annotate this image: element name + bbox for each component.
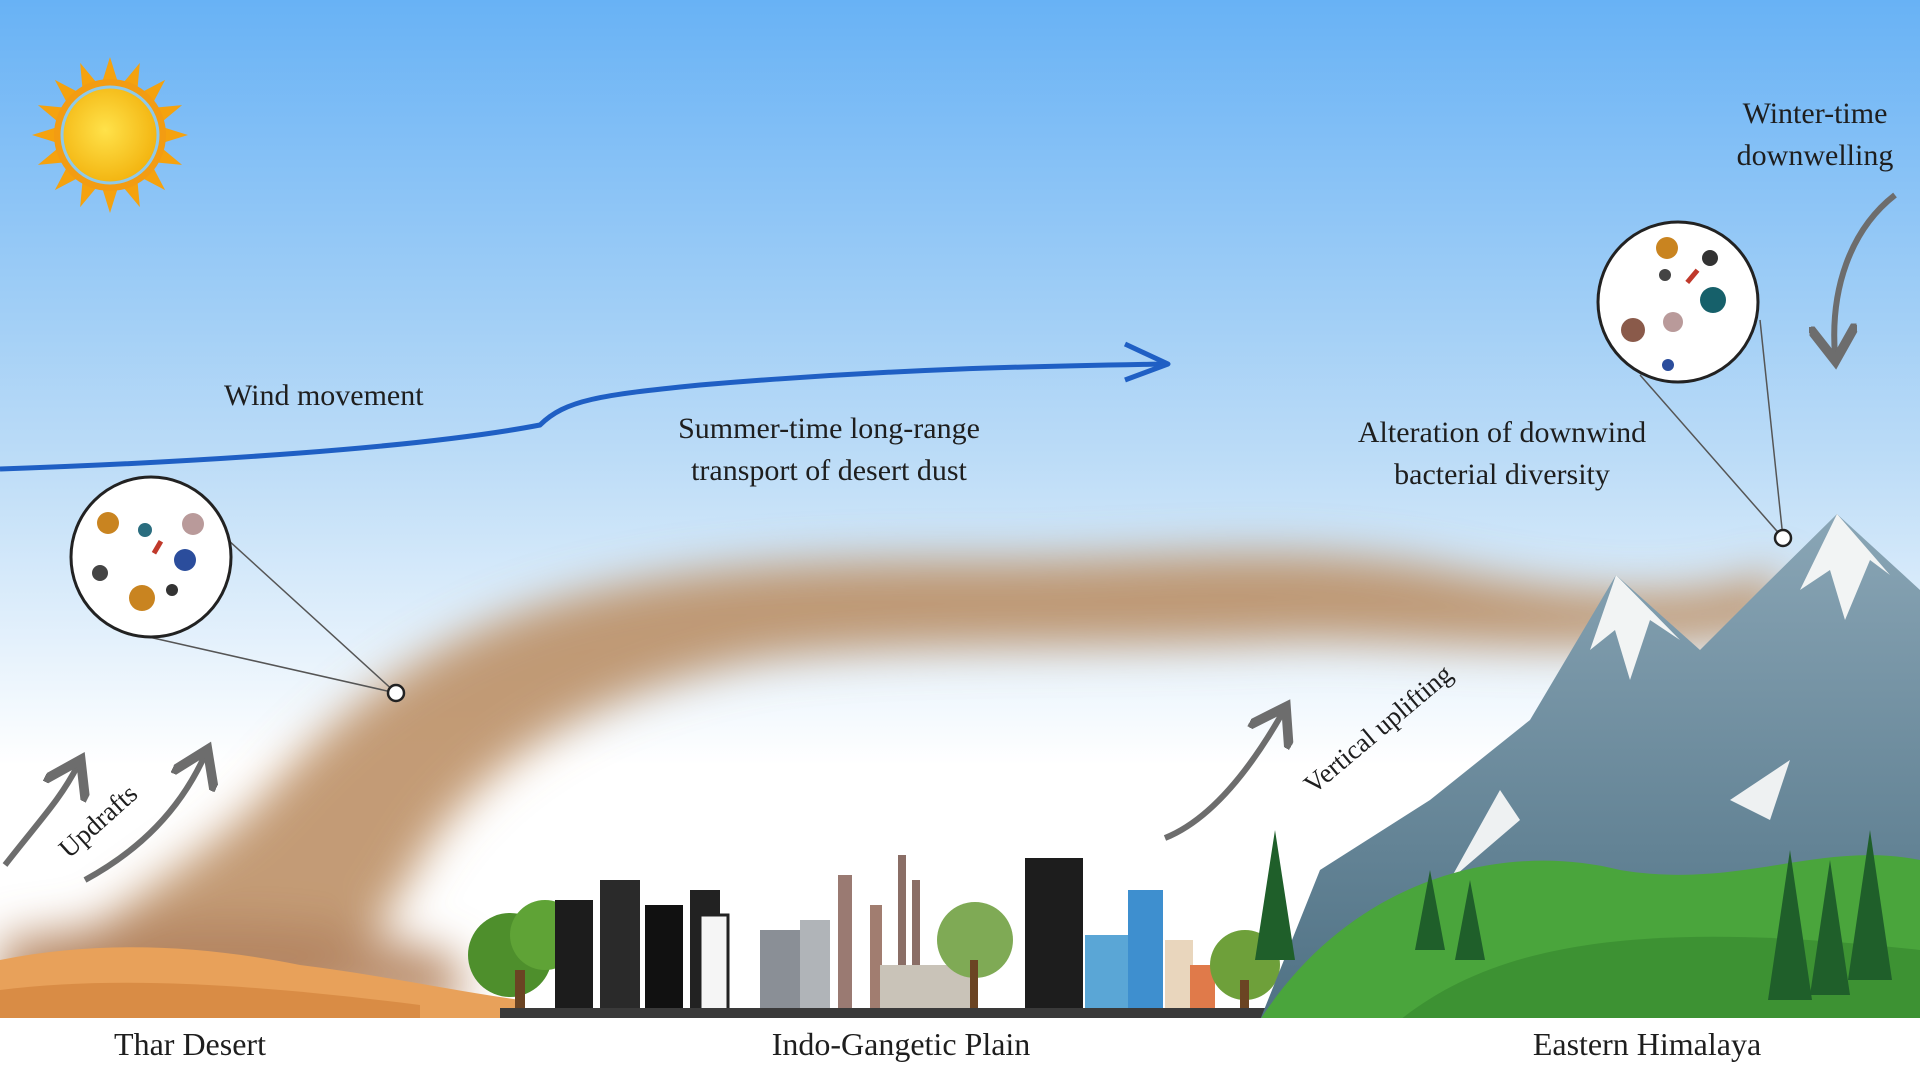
winter-line-2: downwelling [1736,139,1894,172]
sun-icon [32,57,188,213]
bacteria-magnifier-right [1596,220,1793,548]
bacteria-magnifier-left [69,475,406,703]
wind-movement-label: Wind movement [224,379,424,412]
sun-ray [101,57,119,84]
region-label-eastern-himalaya: Eastern Himalaya [1532,1026,1762,1062]
summer-transport-label: Summer-time long-range transport of dese… [678,408,980,492]
sun-ray [101,186,119,213]
sun-ray [32,126,59,144]
alteration-label: Alteration of downwind bacterial diversi… [1358,412,1646,496]
winter-downwelling-label: Winter-time downwelling [1737,93,1894,177]
himalaya-mountains [1255,514,1920,1020]
summer-transport-line-1: Summer-time long-range [678,412,980,445]
city-skyline [468,855,1300,1020]
sun-ray [161,126,188,144]
wind-arrow [0,341,1171,472]
label-strip [0,1018,1920,1080]
region-label-thar-desert: Thar Desert [114,1026,266,1062]
summer-transport-line-2: transport of desert dust [691,454,967,487]
winter-line-1: Winter-time [1742,97,1888,130]
alteration-line-2: bacterial diversity [1394,458,1610,491]
updraft-arrows [2,192,1897,883]
alteration-line-1: Alteration of downwind [1357,416,1647,449]
region-label-indo-gangetic-plain: Indo-Gangetic Plain [771,1026,1031,1062]
